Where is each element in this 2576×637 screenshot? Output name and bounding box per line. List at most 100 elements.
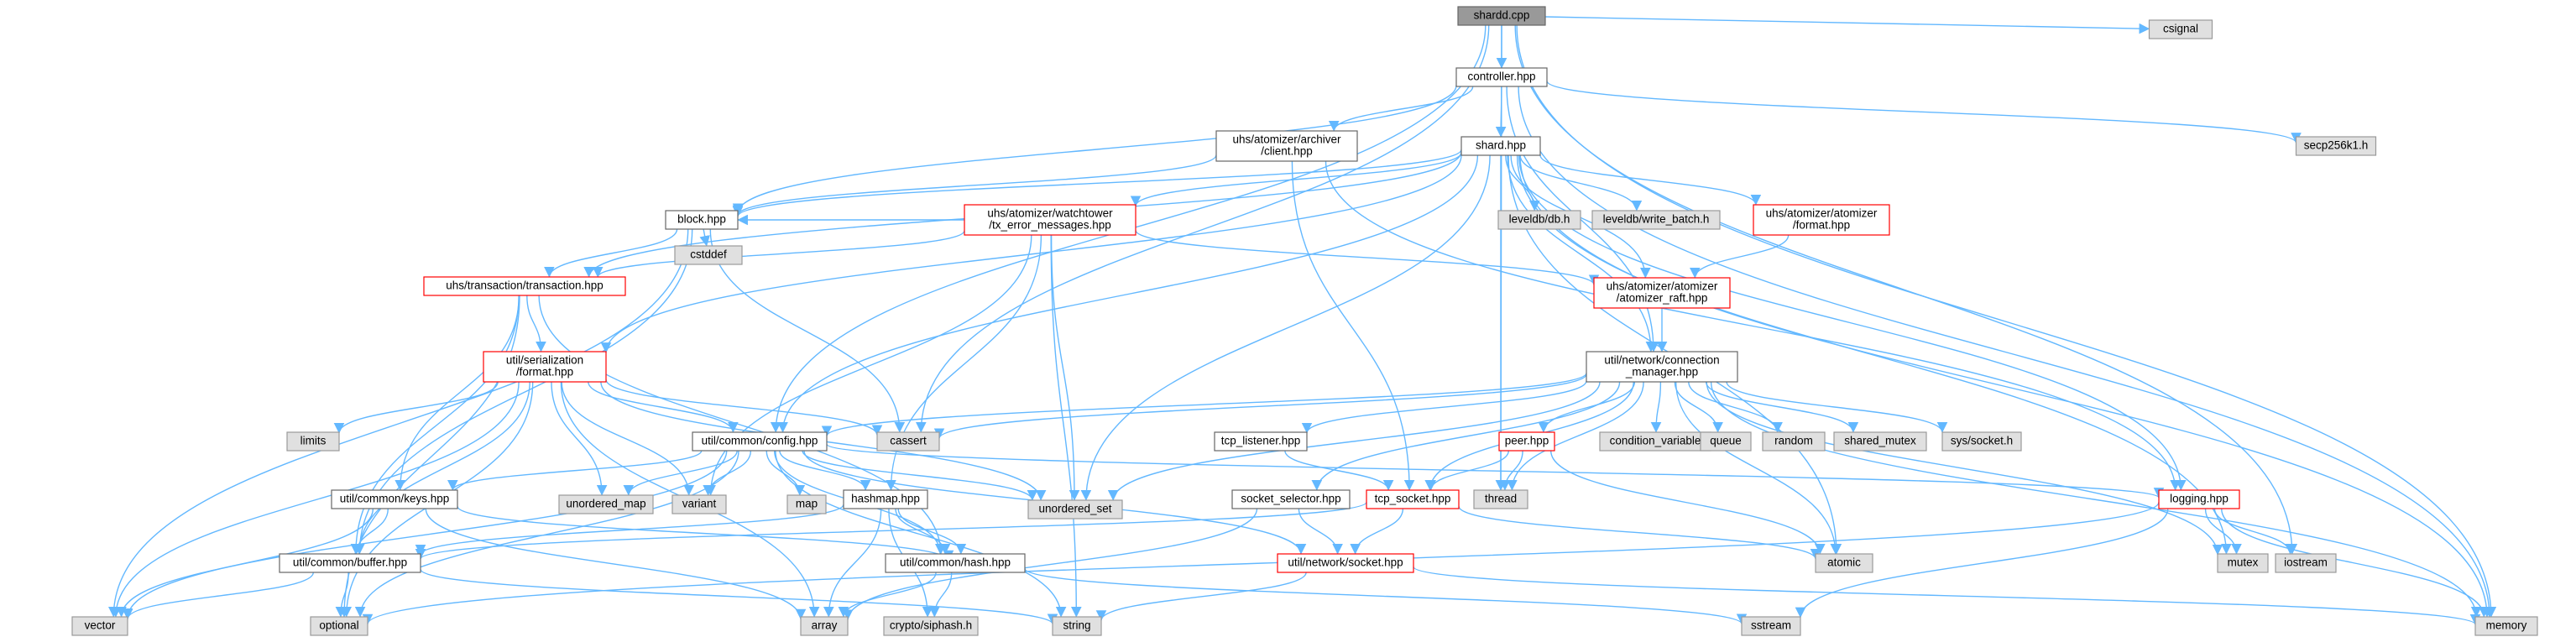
node-map: map	[786, 494, 827, 514]
edge-layer	[108, 16, 2497, 625]
node-box	[964, 204, 1136, 236]
node-box	[1052, 616, 1102, 636]
node-queue: queue	[1700, 431, 1752, 452]
node-label: /format.hpp	[1793, 219, 1850, 232]
node-label: /atomizer_raft.hpp	[1617, 292, 1708, 305]
edge-shard_hpp-to-leveldb_db	[1505, 154, 1540, 211]
edge-connection_manager-to-sys_socket	[1726, 381, 1948, 433]
edge-serialization_format-to-config_hpp	[588, 381, 739, 433]
node-label: limits	[300, 435, 327, 447]
node-leveldb-db: leveldb/db.h	[1497, 210, 1581, 230]
node-label: queue	[1710, 435, 1742, 447]
node-network-socket[interactable]: util/network/socket.hpp	[1277, 553, 1414, 573]
node-label: condition_variable	[1610, 435, 1701, 447]
node-label: unordered_set	[1038, 503, 1111, 515]
node-leveldb-write-batch: leveldb/write_batch.h	[1591, 210, 1721, 230]
node-label: /format.hpp	[516, 366, 573, 379]
edge-keys_hpp-to-array	[425, 508, 807, 620]
edge-shard_hpp-to-mutex	[1516, 154, 2232, 555]
node-box	[331, 489, 458, 509]
node-box	[1457, 6, 1546, 26]
node-label: logging.hpp	[2170, 493, 2229, 505]
node-logging-hpp[interactable]: logging.hpp	[2158, 489, 2240, 509]
node-box	[671, 494, 727, 514]
edge-controller_hpp-to-shard_hpp	[1495, 86, 1507, 138]
node-label: secp256k1.h	[2304, 139, 2369, 152]
edge-tcp_socket-to-atomic	[1458, 505, 1821, 560]
node-archiver-client[interactable]: uhs/atomizer/archiver/client.hpp	[1215, 130, 1358, 162]
node-label: peer.hpp	[1505, 435, 1549, 447]
edge-peer_hpp-to-thread	[1499, 450, 1523, 491]
node-atomizer-format[interactable]: uhs/atomizer/atomizer/format.hpp	[1753, 204, 1890, 236]
node-label: shardd.cpp	[1474, 9, 1530, 22]
node-box	[71, 616, 128, 636]
node-hash-hpp[interactable]: util/common/hash.hpp	[885, 553, 1026, 573]
node-label: util/network/socket.hpp	[1288, 556, 1403, 569]
node-config-hpp[interactable]: util/common/config.hpp	[692, 431, 828, 452]
edge-tcp_socket-to-network_socket	[1350, 508, 1404, 555]
node-box	[843, 489, 928, 509]
node-label: util/network/connection	[1604, 354, 1719, 367]
edge-serialization_format-to-variant	[561, 381, 694, 496]
node-secp256k1: secp256k1.h	[2295, 136, 2377, 156]
edge-config_hpp-to-hashmap_hpp	[779, 450, 871, 491]
node-atomizer-raft[interactable]: uhs/atomizer/atomizer/atomizer_raft.hpp	[1593, 277, 1731, 309]
edge-config_hpp-to-vector	[122, 450, 728, 619]
edge-buffer_hpp-to-vector	[122, 572, 314, 620]
edge-config_hpp-to-optional	[354, 450, 739, 618]
node-connection-manager[interactable]: util/network/connection_manager.hpp	[1586, 351, 1738, 383]
node-socket-selector[interactable]: socket_selector.hpp	[1231, 489, 1351, 509]
node-keys-hpp[interactable]: util/common/keys.hpp	[331, 489, 458, 509]
node-box	[1741, 616, 1801, 636]
node-block-hpp[interactable]: block.hpp	[665, 210, 739, 230]
edge-shard_hpp-to-atomizer_format	[1539, 154, 1762, 206]
edge-socket_selector-to-network_socket	[1298, 508, 1343, 555]
node-thread: thread	[1473, 489, 1528, 509]
node-box	[1498, 431, 1555, 452]
node-label: array	[812, 619, 838, 632]
node-variant: variant	[671, 494, 727, 514]
node-cassert: cassert	[876, 431, 940, 452]
edge-connection_manager-to-memory	[1710, 381, 2482, 618]
node-shard-hpp[interactable]: shard.hpp	[1460, 136, 1541, 156]
node-label: util/common/config.hpp	[702, 435, 818, 447]
edge-atomizer_format-to-atomizer_raft	[1690, 234, 1790, 279]
node-serialization-format[interactable]: util/serialization/format.hpp	[483, 351, 607, 383]
node-hashmap-hpp[interactable]: hashmap.hpp	[843, 489, 928, 509]
node-label: variant	[682, 498, 717, 510]
node-box	[1473, 489, 1528, 509]
edge-transaction_hpp-to-buffer_hpp	[350, 295, 520, 555]
node-controller-hpp[interactable]: controller.hpp	[1455, 67, 1548, 87]
node-label: shared_mutex	[1844, 435, 1916, 447]
node-transaction-hpp[interactable]: uhs/transaction/transaction.hpp	[423, 276, 626, 296]
node-box	[279, 553, 421, 573]
edge-block_hpp-to-vector	[108, 228, 689, 618]
node-shardd-cpp[interactable]: shardd.cpp	[1457, 6, 1546, 26]
node-box	[1214, 431, 1308, 452]
node-label: shard.hpp	[1476, 139, 1526, 152]
node-buffer-hpp[interactable]: util/common/buffer.hpp	[279, 553, 421, 573]
node-tx-error-messages[interactable]: uhs/atomizer/watchtower/tx_error_message…	[964, 204, 1136, 236]
edge-transaction_hpp-to-keys_hpp	[394, 295, 520, 491]
edge-config_hpp-to-string	[775, 450, 1067, 618]
node-label: uhs/transaction/transaction.hpp	[446, 279, 604, 292]
node-box	[558, 494, 654, 514]
edge-logging_hpp-to-iostream	[2213, 508, 2296, 555]
node-box	[674, 245, 743, 265]
node-label: util/common/buffer.hpp	[293, 556, 407, 569]
edge-serialization_format-to-cassert	[605, 379, 883, 436]
node-label: optional	[319, 619, 358, 632]
edge-buffer_hpp-to-optional	[335, 572, 349, 618]
node-tcp-socket[interactable]: tcp_socket.hpp	[1366, 489, 1460, 509]
edge-serialization_format-to-vector	[110, 381, 520, 618]
edge-hashmap_hpp-to-array	[823, 508, 882, 618]
edge-connection_manager-to-unordered_set	[1107, 381, 1601, 501]
edge-shard_hpp-to-block_hpp	[732, 149, 1462, 217]
edge-controller_hpp-to-secp256k1	[1546, 80, 2302, 144]
node-label: csignal	[2163, 23, 2198, 35]
node-tcp-listener[interactable]: tcp_listener.hpp	[1214, 431, 1308, 452]
node-label: sys/socket.h	[1951, 435, 2013, 447]
node-peer-hpp[interactable]: peer.hpp	[1498, 431, 1555, 452]
node-box	[1815, 553, 1873, 573]
edge-logging_hpp-to-sstream	[1795, 508, 2169, 619]
